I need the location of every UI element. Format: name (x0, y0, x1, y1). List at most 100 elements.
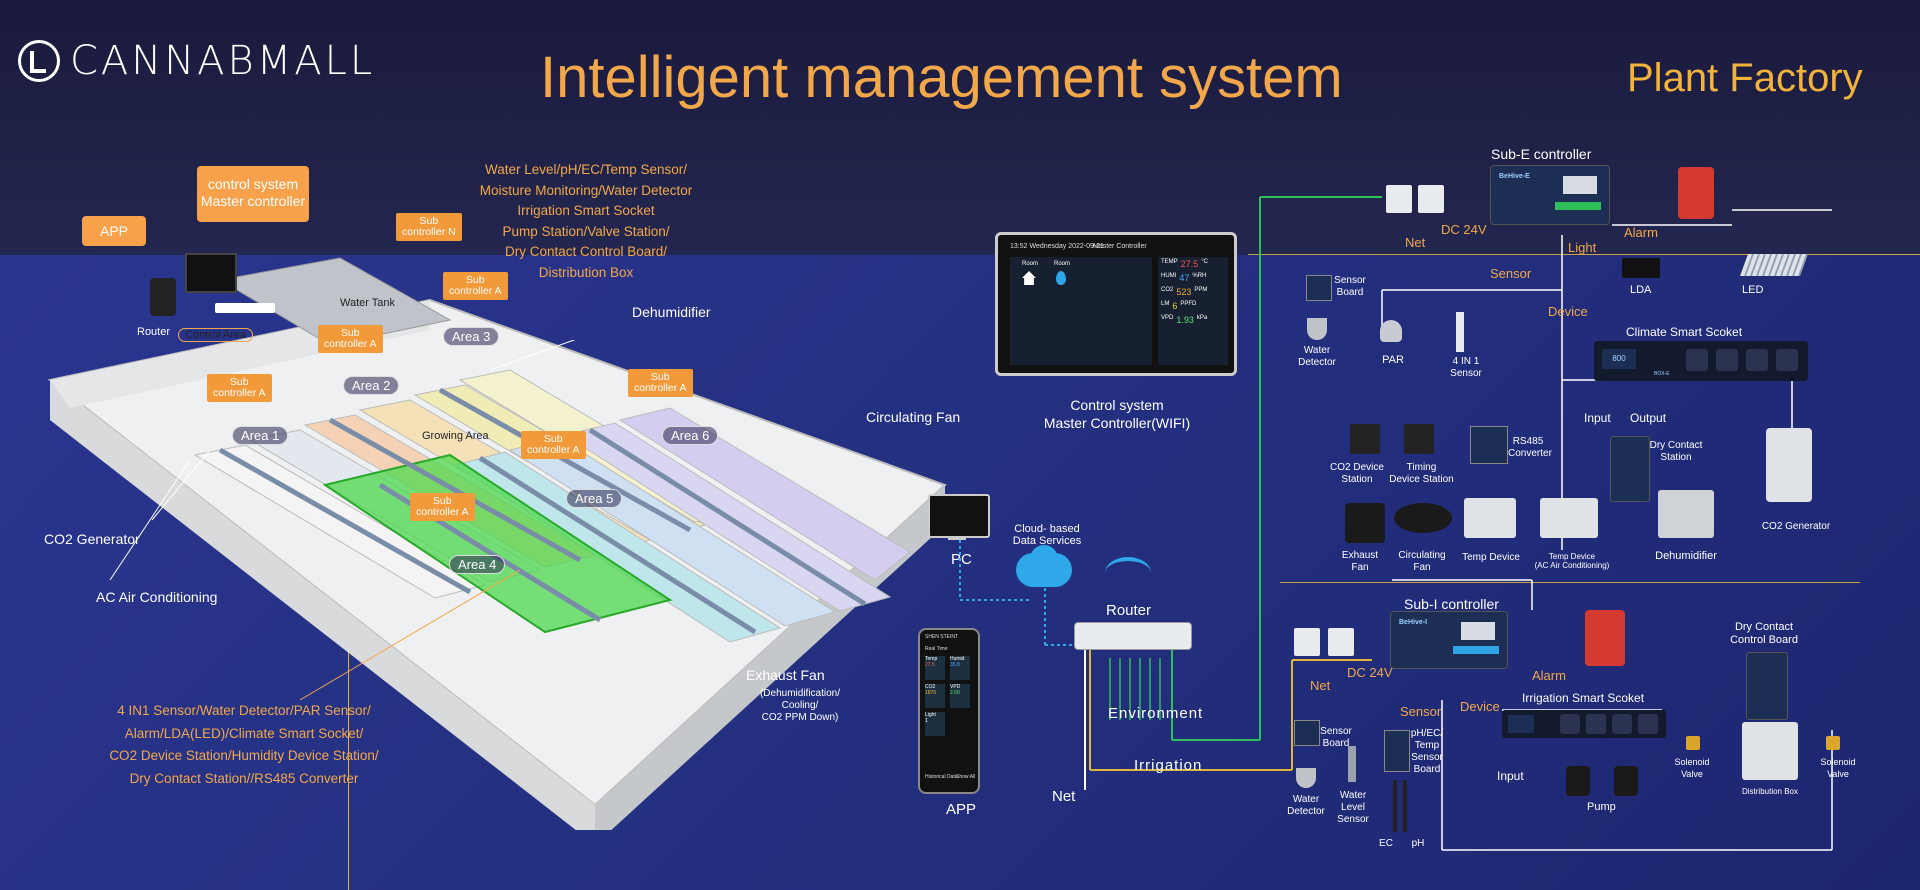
label-line: Water (1339, 790, 1367, 801)
top-notes: Water Level/pH/EC/Temp Sensor/ Moisture … (466, 160, 706, 283)
sub-e-alarm-label: Alarm (1624, 225, 1658, 240)
logo-icon (18, 40, 60, 82)
bottom-notes: 4 IN1 Sensor/Water Detector/PAR Sensor/ … (94, 700, 394, 790)
climate-input-label: Input (1584, 411, 1611, 425)
circulating-fan-device (1394, 503, 1452, 533)
sensor-board-device (1294, 720, 1320, 746)
tile-value: 1870 (925, 690, 937, 696)
reading-key: LM (1161, 301, 1170, 307)
home-icon[interactable] (1022, 271, 1036, 285)
router-tablet-icon (150, 278, 176, 316)
area-4-label: Area 4 (449, 555, 506, 574)
callout-lines (109, 340, 576, 701)
reading-key: VPD (1161, 315, 1174, 321)
tile-value: 35.8 (950, 662, 960, 668)
phone-footer-button[interactable]: Show All (956, 774, 976, 780)
master-controller-panel: 13:52 Wednesday 2022-09-21 Master Contro… (995, 232, 1237, 376)
circulating-fan-label: Circulating Fan (866, 409, 961, 425)
sub-e-dc-label: DC 24V (1441, 222, 1487, 237)
sub-tag-line: Sub (543, 433, 563, 445)
label-line: Detector (1298, 357, 1336, 368)
power-socket-icon (1328, 628, 1354, 656)
climate-smart-socket-device: 800 BOX-E (1594, 341, 1808, 381)
master-caption-line: Master Controller(WIFI) (1043, 415, 1191, 431)
label-line: Circulating (1398, 550, 1446, 561)
climate-brand: BOX-E (1654, 371, 1670, 377)
sub-i-title: Sub-I controller (1404, 596, 1499, 612)
phone-header: SHEN STEINT (925, 634, 959, 640)
water-drop-icon[interactable] (1056, 271, 1066, 285)
phone-tab[interactable]: Real Time (925, 646, 948, 652)
cloud-icon-top (1030, 545, 1058, 573)
co2-generator-device (1766, 428, 1812, 502)
dehumidifier-label: Dehumidifier (632, 304, 711, 320)
master-bubble-line2: Master controller (200, 193, 306, 209)
label-line: Sensor (1337, 814, 1369, 825)
sub-e-buttons (1555, 202, 1601, 210)
label-line: Board (1336, 287, 1364, 298)
co2-generator-device-label: CO2 Generator (1761, 521, 1831, 532)
net-socket-icon (1386, 185, 1412, 213)
master-controller-bubble: control system Master controller (197, 166, 309, 222)
irrigation-input-label: Input (1497, 769, 1524, 783)
label-line: Valve (1681, 769, 1703, 779)
ec-label: EC (1379, 838, 1393, 849)
area-1-label: Area 1 (232, 426, 289, 445)
panel-title: Master Controller (1093, 243, 1147, 250)
pump-device (1614, 766, 1638, 796)
network-router-icon (1074, 622, 1192, 650)
reading-unit: PPFD (1180, 301, 1197, 307)
socket-outlet-icon (1586, 714, 1606, 734)
socket-outlet-icon (1612, 714, 1632, 734)
sub-e-light-label: Light (1568, 240, 1597, 255)
temp-device-ac-device (1540, 498, 1598, 538)
reading-unit: %RH (1192, 273, 1207, 279)
master-bubble-line1: control system (207, 176, 299, 192)
tile-value: 2.00 (950, 690, 960, 696)
label-line: Control Board (1730, 634, 1798, 646)
climate-display: 800 (1602, 349, 1636, 369)
pc-label: PC (951, 551, 972, 568)
sub-tag-line: controller A (213, 387, 266, 399)
sub-i-controller-device: BeHive-I (1390, 611, 1508, 669)
label-line: Device Station (1389, 474, 1454, 485)
growing-area-label: Growing Area (422, 430, 489, 442)
tile-key: Temp (925, 656, 938, 662)
power-socket-icon (1418, 185, 1444, 213)
water-level-sensor-device (1348, 746, 1356, 782)
label-line: RS485 (1512, 436, 1544, 447)
label-line: Water (1303, 345, 1331, 356)
reading-unit: PPM (1194, 287, 1208, 293)
four-in-one-label: 4 IN 1 Sensor (1450, 356, 1482, 379)
dehumidifier-device (1658, 490, 1714, 538)
ec-probe-device (1393, 780, 1397, 832)
room-1-label: Room (1022, 261, 1039, 267)
reading-key: HUMI (1161, 273, 1177, 279)
climate-output-label: Output (1630, 411, 1667, 425)
facility-router-label: Router (137, 326, 171, 338)
reading-key: CO2 (1161, 287, 1174, 293)
par-label: PAR (1382, 354, 1404, 366)
tile-key: Humid (950, 656, 965, 662)
sub-e-net-label: Net (1405, 235, 1426, 250)
phone-footer: Historical Data (925, 774, 958, 780)
irrigation-socket-label: Irrigation Smart Scoket (1522, 691, 1645, 705)
sub-tag-line: controller A (324, 338, 377, 350)
sub-i-dc-label: DC 24V (1347, 665, 1393, 680)
ducts (218, 387, 867, 635)
bottom-note: Alarm/LDA(LED)/Climate Smart Socket/ (124, 725, 364, 741)
sub-tag-line: Sub (340, 327, 360, 339)
sub-i-buttons (1453, 646, 1499, 654)
panel-room-area[interactable]: Room Room (1010, 257, 1152, 365)
sub-tag-line: Sub (432, 495, 452, 507)
lda-label: LDA (1630, 284, 1652, 296)
panel-datetime: 13:52 Wednesday 2022-09-21 (1010, 243, 1105, 250)
